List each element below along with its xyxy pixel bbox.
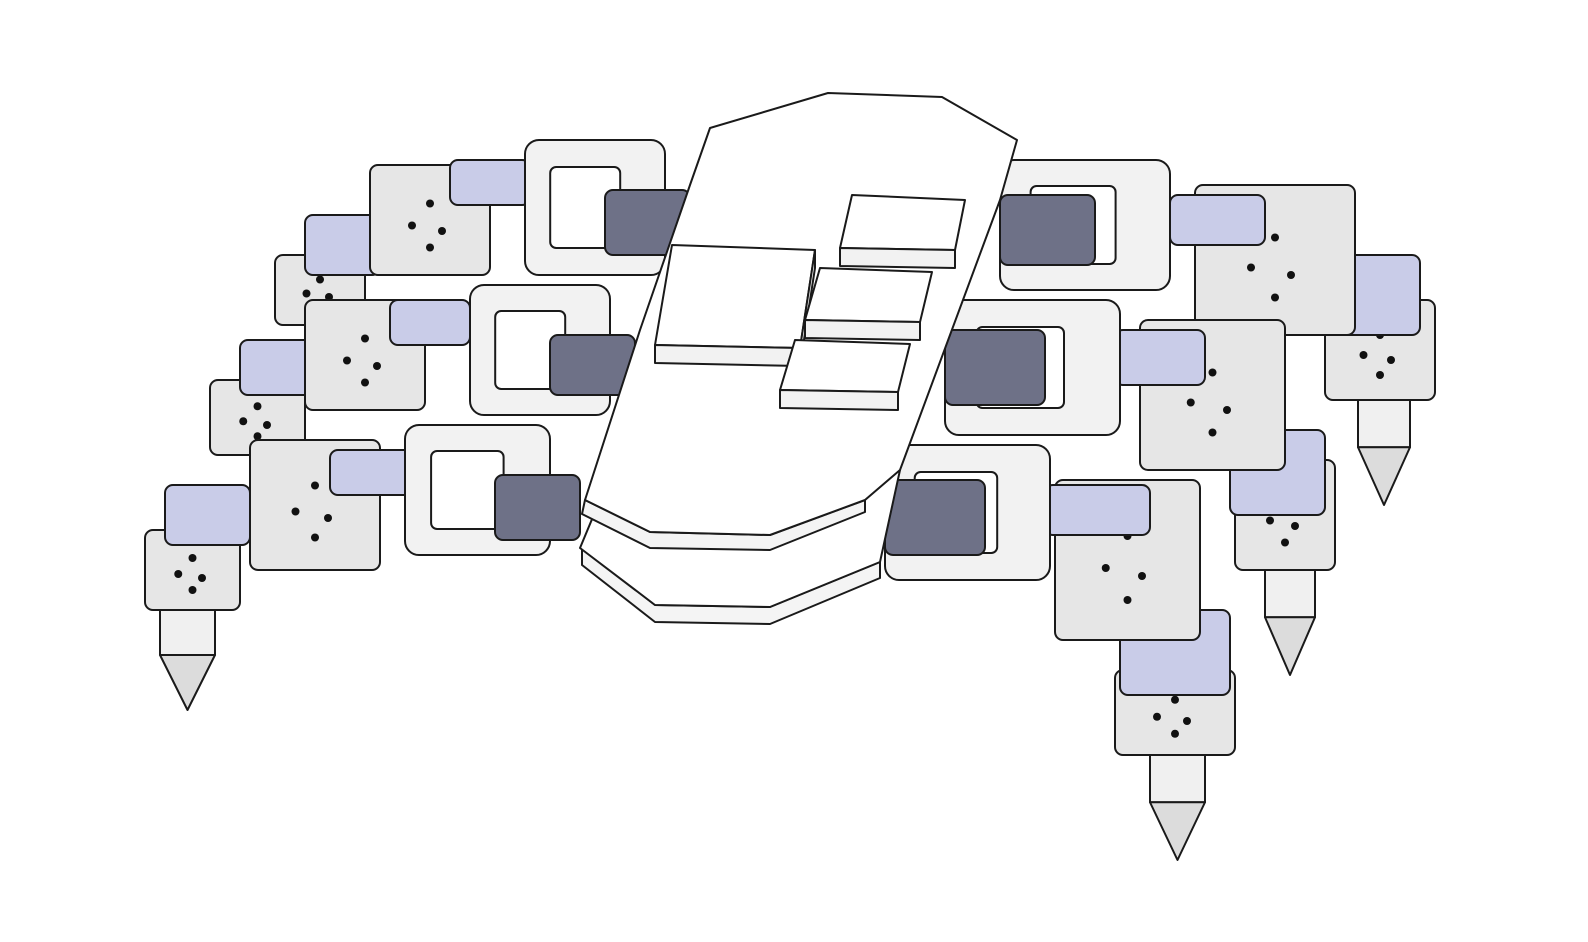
screw-hole: [1291, 522, 1299, 530]
leg-rear-left: [144, 424, 581, 711]
screw-hole: [426, 199, 434, 208]
femur-servo: [389, 299, 471, 346]
tibia-servo: [164, 484, 251, 546]
screw-hole: [1171, 695, 1179, 704]
foot-shaft: [1264, 569, 1316, 619]
foot-shaft: [1357, 399, 1411, 449]
screw-hole: [302, 289, 311, 298]
screw-hole: [361, 378, 369, 387]
screw-hole: [408, 221, 416, 230]
screw-hole: [1359, 351, 1368, 359]
coxa-servo: [999, 194, 1096, 266]
leg-middle-right: [944, 299, 1336, 676]
screw-hole: [1208, 428, 1217, 437]
screw-hole: [316, 275, 324, 284]
screw-hole: [291, 507, 300, 516]
screw-hole: [253, 402, 262, 411]
leg-front-right: [999, 159, 1436, 506]
leg-front-left: [274, 139, 691, 326]
screw-hole: [311, 481, 319, 490]
screw-hole: [1183, 717, 1191, 725]
robot-body: [579, 92, 1018, 625]
electronics-box-4: [779, 339, 911, 411]
screw-hole: [1287, 271, 1295, 279]
femur-servo: [1114, 329, 1206, 386]
legs-layer: [144, 139, 1436, 861]
coxa-servo: [494, 474, 581, 541]
screw-hole: [373, 362, 381, 370]
screw-hole: [1376, 371, 1384, 379]
screw-hole: [174, 570, 183, 578]
screw-hole: [198, 574, 206, 582]
screw-hole: [1247, 263, 1255, 272]
screw-hole: [1153, 712, 1161, 721]
leg-rear-right: [884, 444, 1236, 861]
screw-hole: [438, 227, 446, 235]
screw-hole: [1266, 516, 1274, 525]
femur-servo: [449, 159, 531, 206]
screw-hole: [343, 356, 351, 365]
screw-hole: [1271, 293, 1279, 302]
screw-hole: [1123, 596, 1132, 604]
screw-hole: [361, 334, 369, 343]
screw-hole: [1223, 406, 1231, 414]
screw-hole: [1208, 368, 1217, 377]
screw-hole: [324, 514, 332, 522]
screw-hole: [1387, 356, 1395, 364]
foot-tip: [159, 654, 216, 711]
coxa-servo: [944, 329, 1046, 406]
femur-servo: [1044, 484, 1151, 536]
tibia-servo: [239, 339, 316, 396]
screw-hole: [1186, 398, 1195, 407]
screw-hole: [1138, 572, 1146, 580]
screw-hole: [1101, 564, 1110, 572]
screw-hole: [188, 586, 197, 594]
foot-shaft: [1149, 754, 1206, 804]
femur-servo: [1169, 194, 1266, 246]
screw-hole: [1171, 729, 1179, 738]
electronics-box-3: [804, 267, 933, 341]
screw-hole: [239, 417, 248, 426]
bracket-opening: [430, 450, 505, 530]
screw-hole: [188, 554, 197, 562]
leg-middle-left: [209, 284, 636, 456]
screw-hole: [1281, 538, 1289, 547]
electronics-box-2: [839, 194, 966, 269]
screw-hole: [426, 243, 434, 252]
coxa-servo: [884, 479, 986, 556]
electronics-box-1: [654, 244, 816, 367]
screw-hole: [311, 533, 319, 542]
foot-tip: [1264, 616, 1316, 676]
screw-hole: [263, 421, 271, 429]
screw-hole: [1271, 233, 1279, 242]
foot-tip: [1357, 446, 1411, 506]
foot-shaft: [159, 609, 216, 656]
tibia-servo: [304, 214, 381, 276]
foot-tip: [1149, 801, 1206, 861]
screw-hole: [253, 432, 262, 441]
